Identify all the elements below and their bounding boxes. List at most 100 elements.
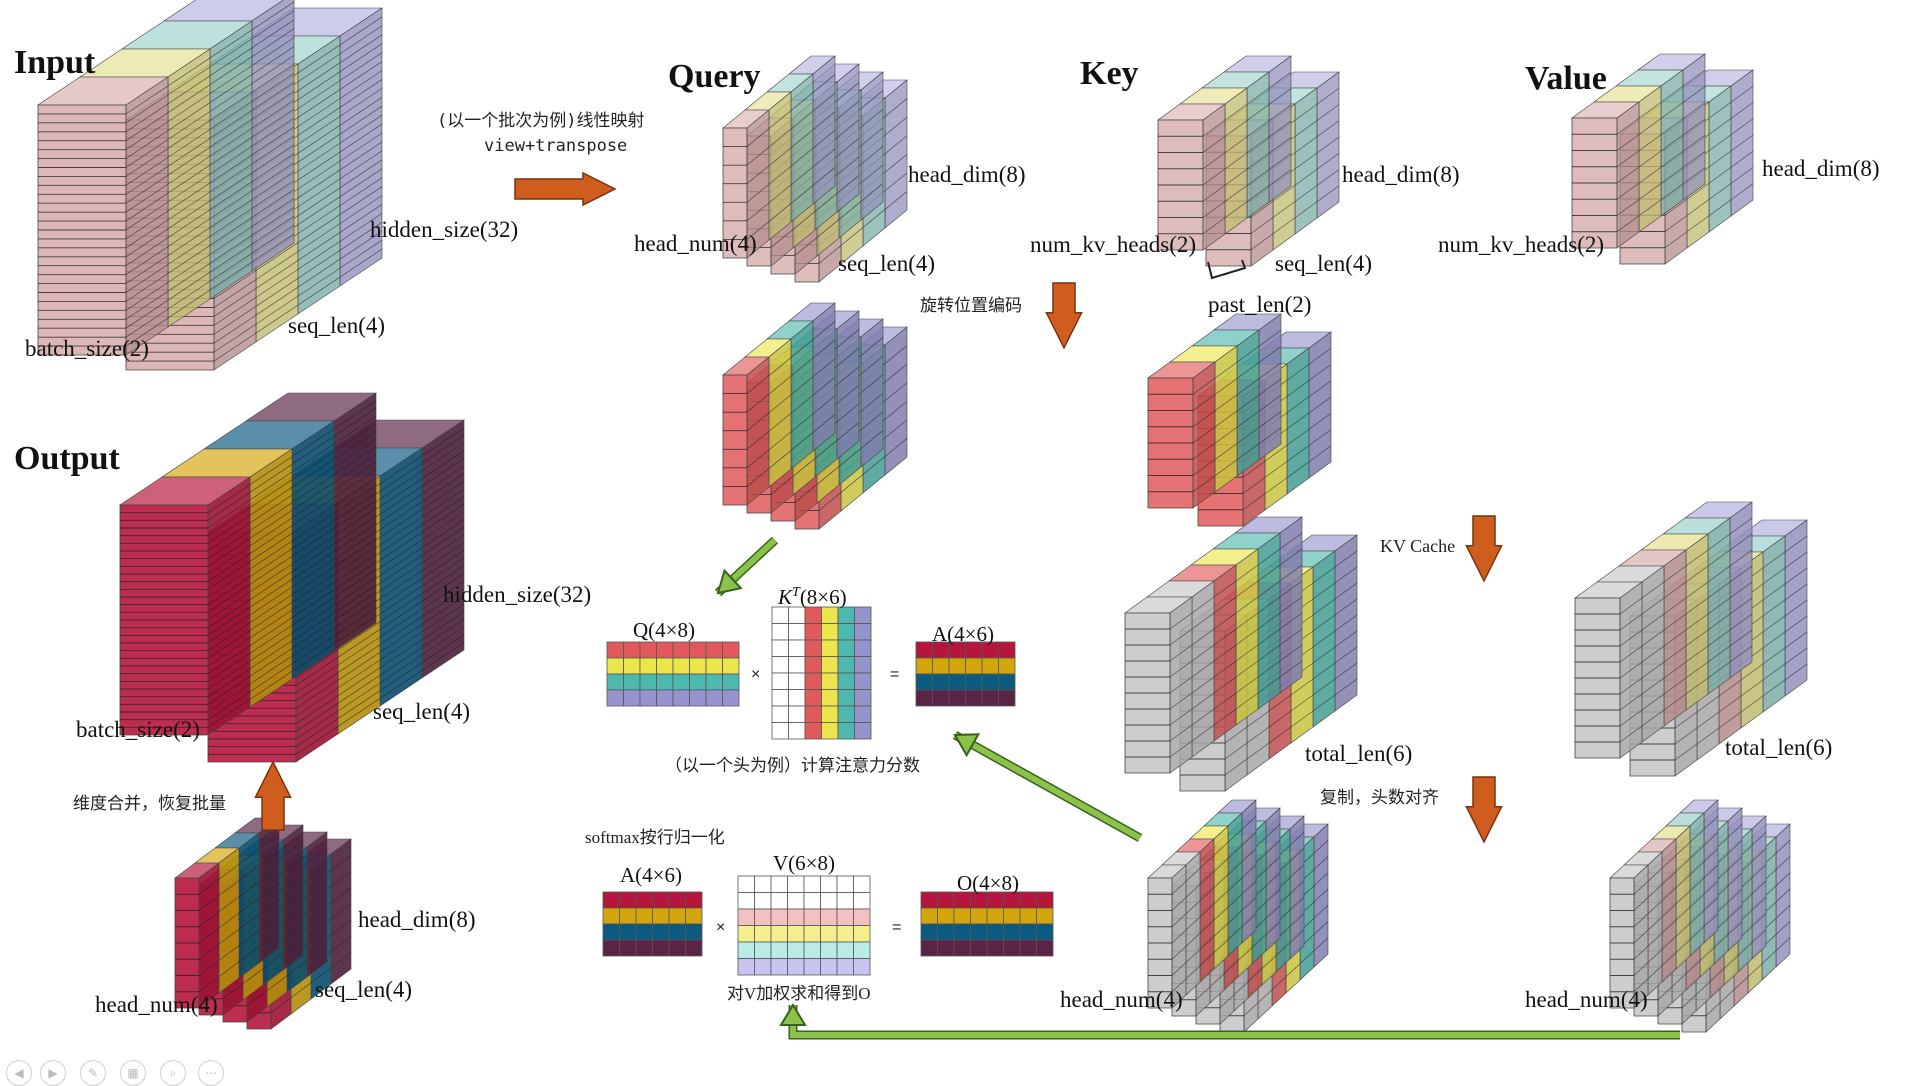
layer-line [1312, 582, 1336, 600]
layer-line [297, 187, 341, 217]
layer-line [1272, 217, 1296, 235]
prev-icon[interactable]: ◀ [6, 1060, 32, 1086]
layer-line [1169, 628, 1193, 646]
matrix-cell [619, 923, 637, 941]
layer-line [1674, 743, 1698, 761]
layer-line [251, 108, 295, 138]
layer-line [297, 223, 341, 252]
layer-line [1685, 661, 1709, 679]
layer-line [1192, 394, 1216, 411]
layer-line [379, 516, 423, 546]
layer-line [297, 44, 341, 74]
layer-line [167, 280, 211, 310]
layer-line [746, 184, 770, 203]
layer-line [333, 546, 377, 575]
layer-line [291, 459, 335, 488]
layer-line [213, 305, 257, 335]
layer-line [167, 57, 211, 87]
layer-line [1751, 864, 1767, 879]
layer-line [1705, 1002, 1721, 1017]
layer-line [840, 474, 864, 493]
layer-line [1294, 201, 1318, 219]
matrix-cell [652, 923, 670, 941]
matrix-cell [771, 656, 789, 674]
layer-line [207, 622, 251, 651]
matrix-cell [668, 939, 686, 957]
layer-line [1751, 896, 1767, 911]
layer-line [379, 670, 423, 699]
layer-line [1751, 831, 1767, 846]
layer-line [379, 608, 423, 638]
layer-line [1707, 549, 1731, 567]
matrix-cell [656, 673, 674, 691]
layer-line [125, 157, 169, 186]
layer-line [1275, 942, 1291, 957]
equals-sign-2: = [892, 919, 902, 936]
matrix-cell [639, 673, 657, 691]
layer-line [297, 151, 341, 181]
matrix-cell [722, 689, 740, 707]
layer-line [1663, 565, 1687, 583]
layer-line [1707, 645, 1731, 663]
kt-matrix-label: KT(8×6) [778, 585, 847, 609]
a2-matrix-label: A(4×6) [620, 863, 682, 887]
matrix-cell [770, 958, 788, 976]
layer-line [1279, 564, 1303, 582]
next-icon[interactable]: ▶ [40, 1060, 66, 1086]
layer-line [209, 74, 253, 103]
layer-line [1202, 217, 1226, 235]
layer-line [251, 144, 295, 174]
layer-line [836, 385, 860, 404]
layer-line [1312, 678, 1336, 696]
layer-line [790, 148, 814, 167]
layer-line [1313, 872, 1329, 887]
layer-line [1775, 839, 1791, 854]
matrix-cell [853, 892, 871, 910]
layer-line [337, 629, 381, 658]
layer-line [1663, 645, 1687, 663]
layer-line [421, 626, 465, 656]
layer-line [1191, 692, 1215, 710]
layer-line [1191, 660, 1215, 678]
matrix-cell [770, 892, 788, 910]
layer-line [1213, 708, 1237, 726]
layer-line [333, 500, 377, 529]
layer-line [1703, 880, 1719, 895]
layer-line [255, 269, 299, 298]
layer-line [1616, 150, 1640, 168]
matrix-cell [770, 908, 788, 926]
layer-line [746, 468, 770, 487]
layer-line [251, 215, 295, 245]
layer-line [860, 430, 884, 449]
matrix-cell [804, 639, 822, 657]
layer-line [1762, 663, 1786, 681]
layer-line [860, 127, 884, 146]
more-icon[interactable]: ⋯ [198, 1060, 224, 1086]
layer-line [209, 208, 253, 237]
matrix-cell [606, 657, 624, 675]
layer-line [1214, 394, 1238, 412]
layer-line [1265, 856, 1281, 871]
layer-line [1199, 936, 1215, 950]
layer-line [379, 478, 423, 507]
pen-icon[interactable]: ✎ [80, 1060, 106, 1086]
layer-line [238, 930, 260, 946]
oh-head-dim-label: head_dim(8) [358, 907, 476, 932]
matrix-cell [948, 673, 966, 691]
layer-line [792, 211, 816, 230]
layer-line [339, 168, 383, 198]
layer-line [379, 539, 423, 569]
matrix-cell [685, 907, 703, 925]
zoom-icon[interactable]: ⌕ [160, 1060, 186, 1086]
layer-line [167, 200, 211, 230]
layer-line [1641, 645, 1665, 663]
matrix-cell [722, 657, 740, 675]
layer-line [1294, 103, 1318, 121]
layer-line [339, 114, 383, 144]
repeat-key-tensor [1147, 799, 1329, 1033]
layer-line [790, 339, 814, 358]
slides-icon[interactable]: ▦ [120, 1060, 146, 1086]
layer-line [1334, 582, 1358, 600]
matrix-cell [672, 673, 690, 691]
layer-line [794, 237, 818, 256]
